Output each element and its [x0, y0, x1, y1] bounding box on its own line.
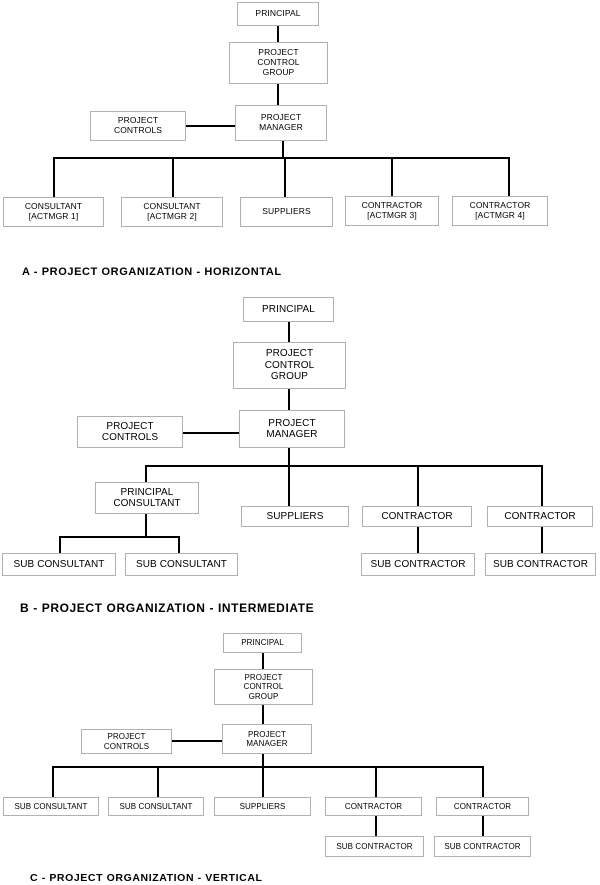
sub-contractor-box: SUB CONTRACTOR [325, 836, 424, 857]
connector-line [53, 157, 55, 197]
principal-consultant-box: PRINCIPAL CONSULTANT [95, 482, 199, 514]
suppliers-box: SUPPLIERS [214, 797, 311, 816]
connector-line [391, 157, 393, 196]
sub-contractor-box: SUB CONTRACTOR [361, 553, 475, 576]
sub-consultant-box: SUB CONSULTANT [2, 553, 116, 576]
diagram-caption: B - PROJECT ORGANIZATION - INTERMEDIATE [20, 601, 315, 615]
connector-line [284, 157, 286, 197]
sub-contractor-box: SUB CONTRACTOR [434, 836, 531, 857]
connector-line [482, 816, 484, 836]
principal-box: PRINCIPAL [237, 2, 319, 26]
consultant-box: CONSULTANT [ACTMGR 2] [121, 197, 223, 227]
connector-line [172, 740, 222, 742]
sub-consultant-box: SUB CONSULTANT [3, 797, 99, 816]
principal-box: PRINCIPAL [223, 633, 302, 653]
connector-line [178, 536, 180, 553]
connector-line [482, 766, 484, 797]
contractor-box: CONTRACTOR [ACTMGR 4] [452, 196, 548, 226]
contractor-box: CONTRACTOR [325, 797, 422, 816]
sub-consultant-box: SUB CONSULTANT [108, 797, 204, 816]
principal-box: PRINCIPAL [243, 297, 334, 322]
connector-line [145, 465, 542, 467]
project-control-group-box: PROJECT CONTROL GROUP [214, 669, 313, 705]
connector-line [288, 448, 290, 466]
project-control-group-box: PROJECT CONTROL GROUP [229, 42, 328, 84]
connector-line [375, 816, 377, 836]
connector-line [183, 432, 239, 434]
connector-line [157, 766, 159, 797]
connector-line [145, 465, 147, 482]
suppliers-box: SUPPLIERS [240, 197, 333, 227]
connector-line [288, 322, 290, 342]
connector-line [52, 766, 54, 797]
connector-line [277, 26, 279, 42]
project-controls-box: PROJECT CONTROLS [90, 111, 186, 141]
connector-line [417, 465, 419, 506]
connector-line [541, 465, 543, 506]
contractor-box: CONTRACTOR [ACTMGR 3] [345, 196, 439, 226]
suppliers-box: SUPPLIERS [241, 506, 349, 527]
connector-line [277, 84, 279, 105]
contractor-box: CONTRACTOR [487, 506, 593, 527]
sub-contractor-box: SUB CONTRACTOR [485, 553, 596, 576]
connector-line [186, 125, 235, 127]
connector-line [262, 653, 264, 669]
connector-line [59, 536, 61, 553]
sub-consultant-box: SUB CONSULTANT [125, 553, 238, 576]
connector-line [262, 754, 264, 767]
connector-line [145, 514, 147, 537]
connector-line [262, 705, 264, 724]
contractor-box: CONTRACTOR [436, 797, 529, 816]
connector-line [52, 766, 483, 768]
connector-line [53, 157, 509, 159]
connector-line [375, 766, 377, 797]
project-controls-box: PROJECT CONTROLS [77, 416, 183, 448]
diagram-caption: A - PROJECT ORGANIZATION - HORIZONTAL [22, 266, 282, 278]
connector-line [262, 766, 264, 797]
connector-line [541, 527, 543, 553]
connector-line [282, 141, 284, 158]
connector-line [288, 465, 290, 506]
project-control-group-box: PROJECT CONTROL GROUP [233, 342, 346, 389]
consultant-box: CONSULTANT [ACTMGR 1] [3, 197, 104, 227]
connector-line [417, 527, 419, 553]
project-manager-box: PROJECT MANAGER [222, 724, 312, 754]
contractor-box: CONTRACTOR [362, 506, 472, 527]
project-manager-box: PROJECT MANAGER [235, 105, 327, 141]
connector-line [288, 389, 290, 410]
connector-line [172, 157, 174, 197]
connector-line [508, 157, 510, 196]
project-controls-box: PROJECT CONTROLS [81, 729, 172, 754]
project-manager-box: PROJECT MANAGER [239, 410, 345, 448]
diagram-caption: C - PROJECT ORGANIZATION - VERTICAL [30, 872, 263, 884]
connector-line [59, 536, 179, 538]
